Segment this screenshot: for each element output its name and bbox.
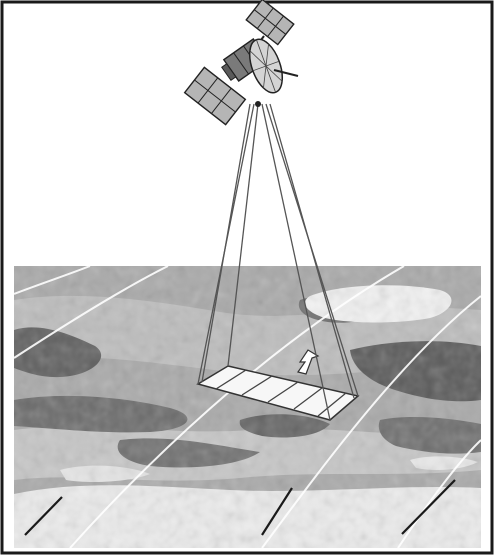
earth-surface	[14, 266, 481, 548]
sensor-aperture	[255, 101, 261, 107]
